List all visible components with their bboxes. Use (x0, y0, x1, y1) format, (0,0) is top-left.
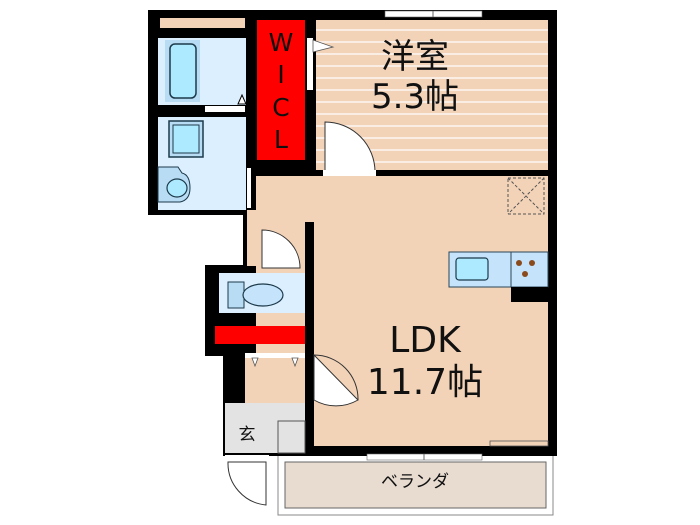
western-room-name: 洋室 (381, 37, 449, 77)
wic-letter-w: W (268, 28, 294, 57)
western-room-label: 洋室 5.3帖 (360, 37, 470, 117)
western-room-size: 5.3帖 (370, 76, 460, 117)
ldk-size: 11.7帖 (366, 361, 484, 403)
balcony-label: ベランダ (381, 472, 449, 492)
wic-letter-c: C (272, 92, 290, 122)
ldk-name: LDK (389, 320, 461, 361)
wic-letter-l: L (274, 124, 288, 154)
western-room (307, 10, 548, 178)
ldk-label: LDK 11.7帖 (350, 322, 500, 402)
entrance-label: 玄 (238, 425, 256, 445)
balcony (277, 454, 554, 516)
wic-label: W I C L (260, 28, 302, 154)
wic-letter-i: I (277, 60, 285, 90)
